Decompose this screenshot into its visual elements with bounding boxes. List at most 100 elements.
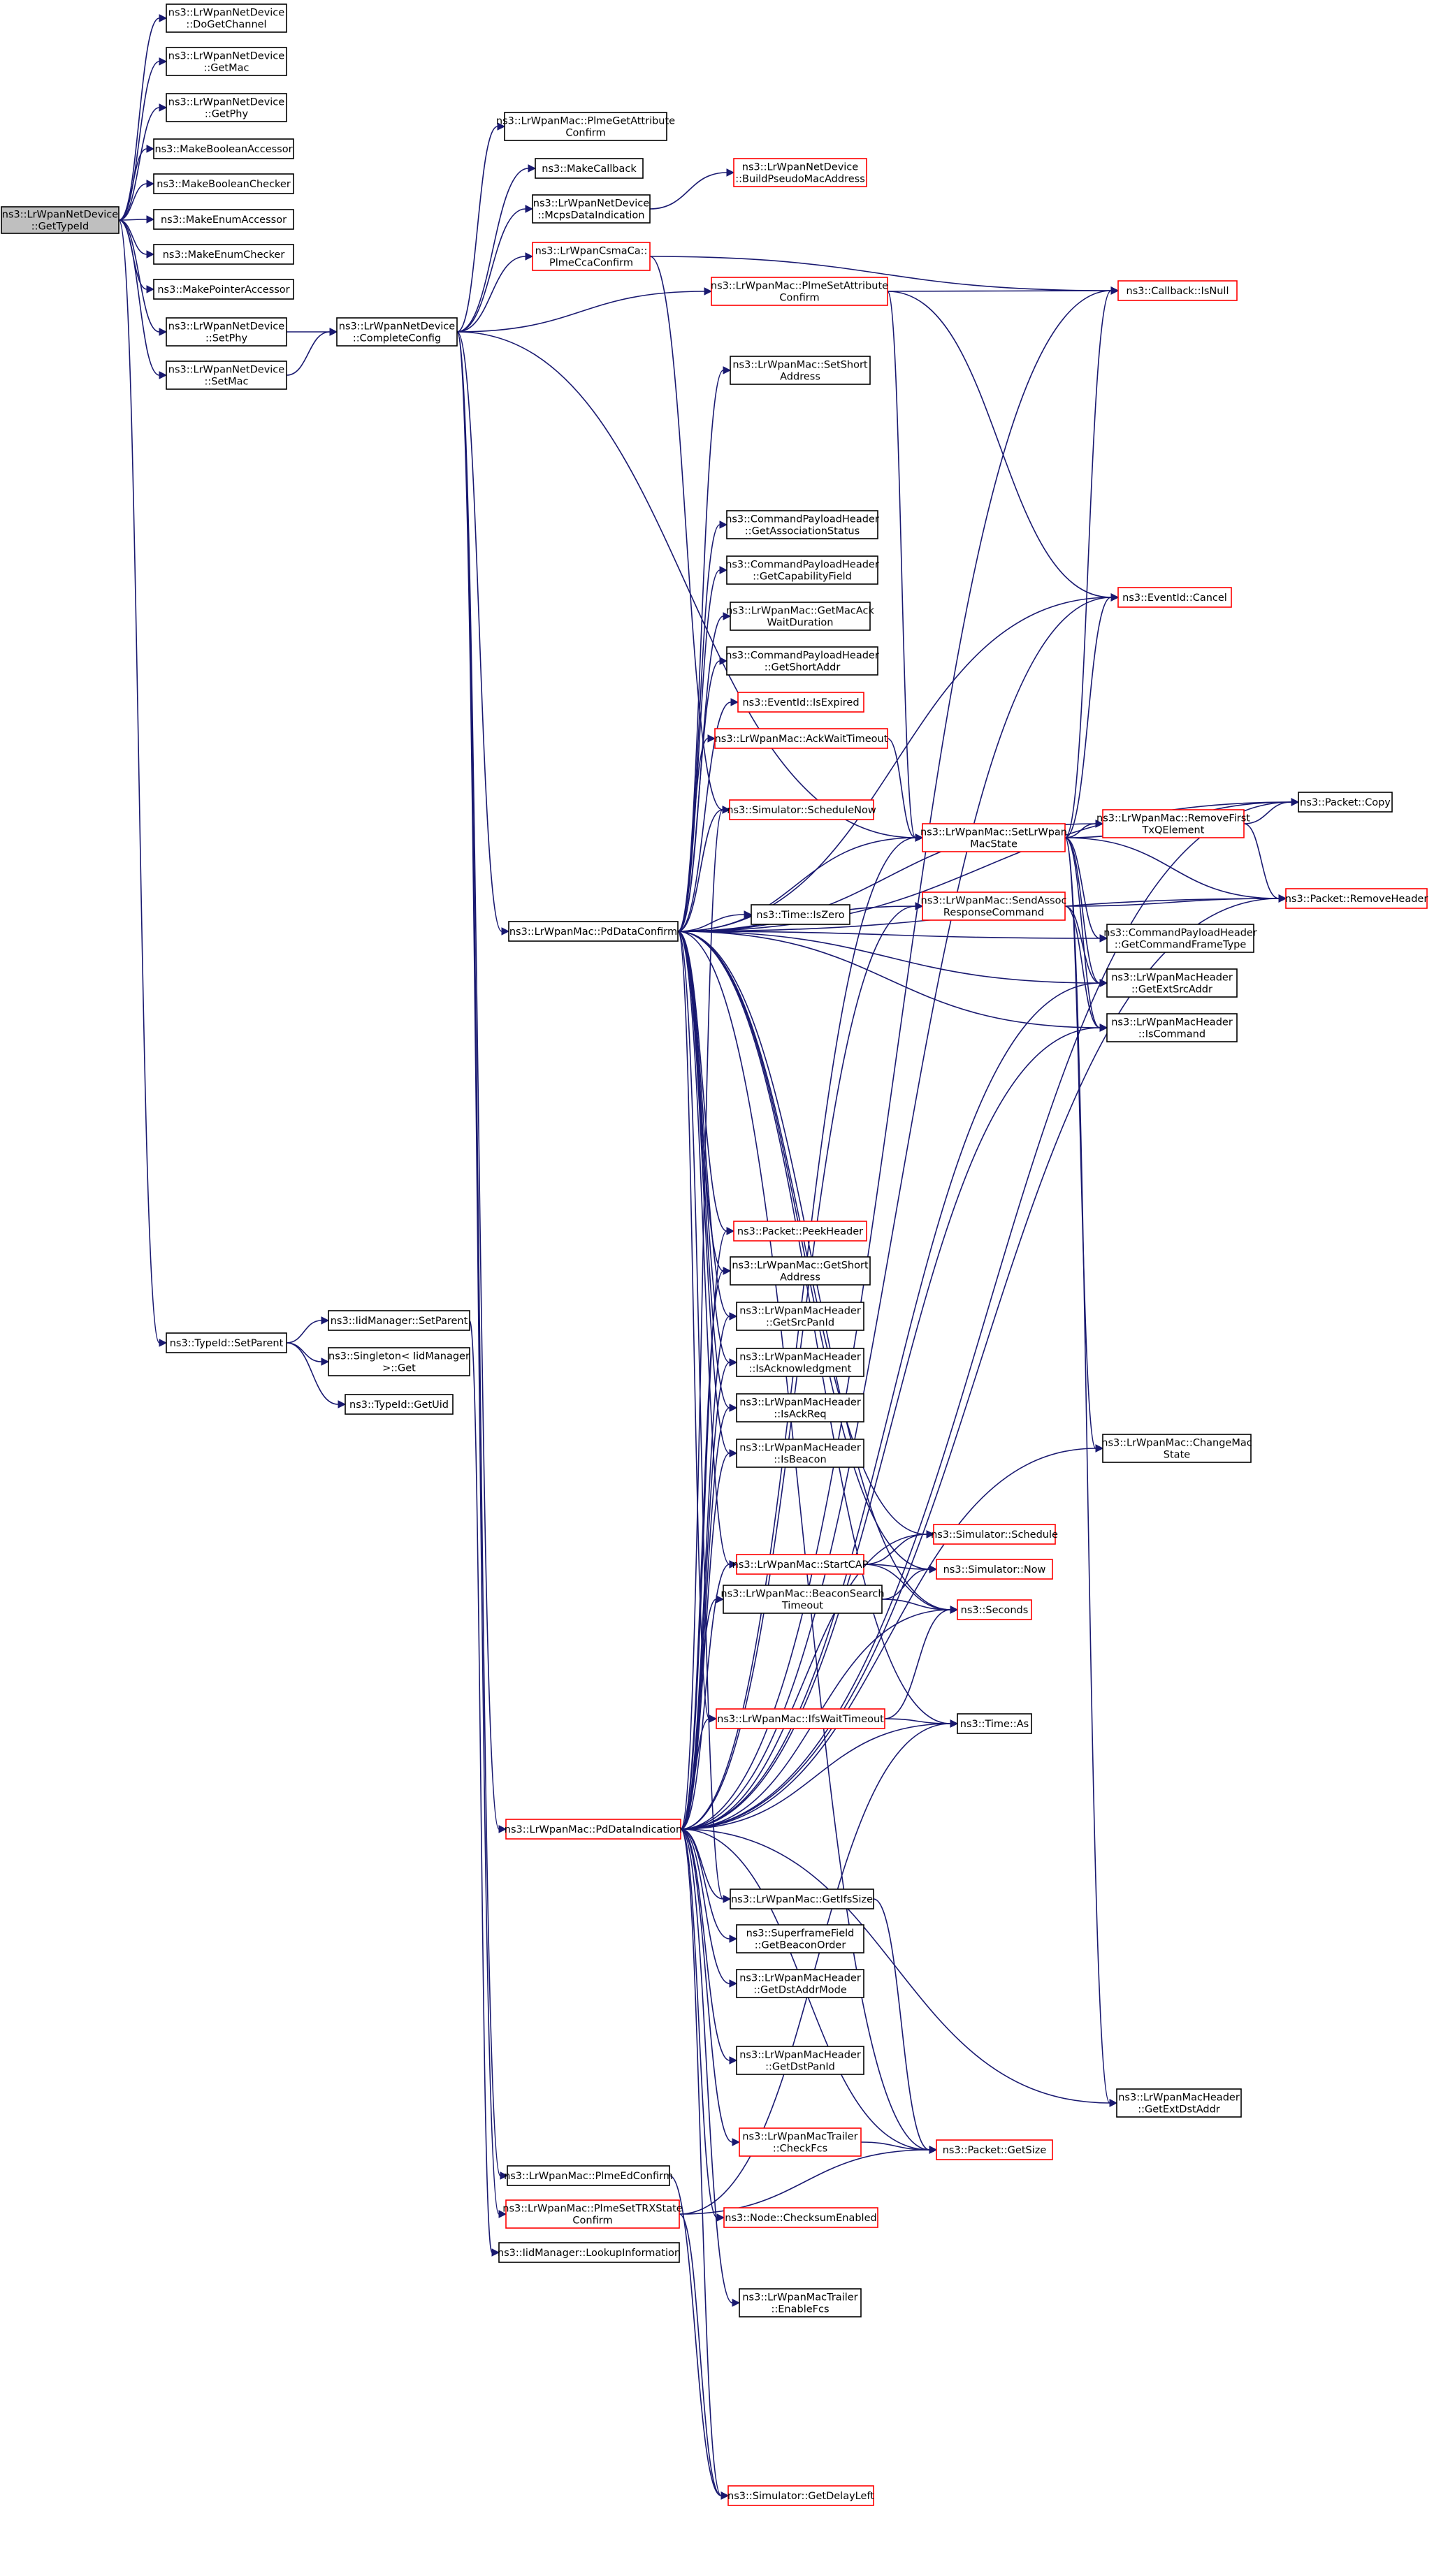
edge-arrowhead (723, 366, 732, 374)
node-getDstAddrMode[interactable]: ns3::LrWpanMacHeader::GetDstAddrMode (736, 1969, 864, 1998)
node-box (726, 646, 878, 676)
node-label: ns3::MakePointerAccessor (157, 284, 289, 296)
edge-arrowhead (732, 2138, 741, 2146)
edge-plmeSetTrxConfirm-to-timeAs (679, 1723, 951, 2215)
node-label: ns3::Packet::Copy (1300, 797, 1391, 808)
node-box (726, 555, 878, 585)
node-isAck[interactable]: ns3::LrWpanMacHeader::IsAcknowledgment (736, 1348, 864, 1377)
node-scheduleNow[interactable]: ns3::Simulator::ScheduleNow (727, 799, 876, 820)
node-makePtrAcc[interactable]: ns3::MakePointerAccessor (153, 279, 294, 300)
node-makeEnumChk[interactable]: ns3::MakeEnumChecker (153, 244, 294, 265)
node-getPhy[interactable]: ns3::LrWpanNetDevice::GetPhy (166, 93, 287, 122)
node-simSchedule[interactable]: ns3::Simulator::Schedule (931, 1524, 1058, 1545)
edge-pdDataIndication-to-callbackIsNull (680, 290, 1112, 1830)
edge-mcpsDataIndication-to-buildPseudoMac (649, 172, 727, 210)
node-pdDataIndication[interactable]: ns3::LrWpanMac::PdDataIndication (505, 1819, 682, 1840)
edge-plmeSetTrxConfirm-to-packetGetSize (679, 2149, 930, 2215)
node-isBeacon[interactable]: ns3::LrWpanMacHeader::IsBeacon (736, 1439, 864, 1468)
node-getMac[interactable]: ns3::LrWpanNetDevice::GetMac (166, 47, 287, 76)
node-isAckReq[interactable]: ns3::LrWpanMacHeader::IsAckReq (736, 1393, 864, 1422)
node-typeIdGetUid[interactable]: ns3::TypeId::GetUid (345, 1394, 454, 1415)
node-label: ns3::LrWpanMacHeader (739, 2050, 861, 2061)
node-peekHeader[interactable]: ns3::Packet::PeekHeader (733, 1221, 867, 1242)
node-buildPseudoMac[interactable]: ns3::LrWpanNetDevice::BuildPseudoMacAddr… (733, 158, 867, 187)
node-ifsWaitTimeout[interactable]: ns3::LrWpanMac::IfsWaitTimeout (716, 1708, 885, 1729)
node-checksumEnabled[interactable]: ns3::Node::ChecksumEnabled (723, 2207, 878, 2228)
node-getExtSrcAddr[interactable]: ns3::LrWpanMacHeader::GetExtSrcAddr (1106, 968, 1238, 998)
edge-root-to-typeIdSetParent (118, 219, 160, 1344)
node-label: ns3::Time::As (960, 1719, 1029, 1730)
node-getSrcPanId[interactable]: ns3::LrWpanMacHeader::GetSrcPanId (736, 1302, 864, 1331)
node-makeCallback[interactable]: ns3::MakeCallback (535, 158, 644, 179)
node-label: ::CheckFcs (773, 2144, 827, 2155)
node-callbackIsNull[interactable]: ns3::Callback::IsNull (1117, 280, 1238, 301)
edge-arrowhead (723, 1895, 732, 1903)
edge-ifsWaitTimeout-to-seconds (884, 1609, 951, 1719)
node-typeIdSetParent[interactable]: ns3::TypeId::SetParent (166, 1332, 287, 1353)
node-iidSetParent[interactable]: ns3::IidManager::SetParent (328, 1310, 470, 1331)
node-isCommand[interactable]: ns3::LrWpanMacHeader::IsCommand (1106, 1013, 1238, 1042)
node-label: ns3::LrWpanMacHeader (739, 1306, 861, 1317)
node-makeEnumAcc[interactable]: ns3::MakeEnumAccessor (153, 209, 294, 230)
node-removeHeader[interactable]: ns3::Packet::RemoveHeader (1285, 888, 1428, 909)
node-label: ns3::Simulator::Schedule (931, 1529, 1058, 1541)
node-getExtDstAddr[interactable]: ns3::LrWpanMacHeader::GetExtDstAddr (1116, 2088, 1242, 2118)
node-eventIsExpired[interactable]: ns3::EventId::IsExpired (737, 692, 864, 713)
node-mcpsDataIndication[interactable]: ns3::LrWpanNetDevice::McpsDataIndication (532, 194, 651, 224)
edge-arrowhead (732, 2299, 741, 2307)
node-getShortAddr[interactable]: ns3::CommandPayloadHeader::GetShortAddr (725, 646, 879, 676)
node-setPhy[interactable]: ns3::LrWpanNetDevice::SetPhy (166, 317, 287, 347)
node-label: ns3::LrWpanMac::GetShort (732, 1260, 869, 1272)
node-getDelayLeft[interactable]: ns3::Simulator::GetDelayLeft (727, 2485, 874, 2506)
node-getBeaconOrder[interactable]: ns3::SuperframeField::GetBeaconOrder (736, 1924, 864, 1953)
edge-completeConfig-to-mcpsDataIndication (456, 208, 526, 333)
edge-plmeSetAttrConfirm-to-eventCancel (887, 291, 1112, 598)
node-label: ::GetCommandFrameType (1115, 940, 1247, 951)
node-doGetChannel[interactable]: ns3::LrWpanNetDevice::DoGetChannel (166, 3, 287, 33)
node-label: ns3::LrWpanMacHeader (1118, 2093, 1240, 2104)
node-label: Address (780, 372, 820, 383)
node-seconds[interactable]: ns3::Seconds (957, 1599, 1032, 1620)
node-getCmdFrameType[interactable]: ns3::CommandPayloadHeader::GetCommandFra… (1103, 924, 1257, 953)
node-getCapField[interactable]: ns3::CommandPayloadHeader::GetCapability… (725, 555, 879, 585)
node-getDstPanId[interactable]: ns3::LrWpanMacHeader::GetDstPanId (736, 2046, 864, 2075)
node-label: ns3::CommandPayloadHeader (725, 650, 879, 662)
node-makeBoolAcc[interactable]: ns3::MakeBooleanAccessor (153, 138, 294, 159)
node-pdDataConfirm[interactable]: ns3::LrWpanMac::PdDataConfirm (508, 921, 679, 942)
node-simNow[interactable]: ns3::Simulator::Now (936, 1559, 1053, 1580)
node-makeBoolChk[interactable]: ns3::MakeBooleanChecker (153, 173, 294, 194)
node-packetGetSize[interactable]: ns3::Packet::GetSize (936, 2139, 1053, 2160)
node-checkFcs[interactable]: ns3::LrWpanMacTrailer::CheckFcs (739, 2127, 862, 2157)
node-getIfsSize[interactable]: ns3::LrWpanMac::GetIfsSize (730, 1889, 874, 1909)
node-singletonGet[interactable]: ns3::Singleton< IidManager >::Get (328, 1347, 470, 1376)
node-ackWaitTimeout[interactable]: ns3::LrWpanMac::AckWaitTimeout (714, 728, 888, 749)
node-getAssocStatus[interactable]: ns3::CommandPayloadHeader::GetAssociatio… (725, 510, 879, 539)
node-root[interactable]: ns3::LrWpanNetDevice::GetTypeId (1, 206, 120, 234)
node-box (328, 1310, 470, 1331)
node-timeAs[interactable]: ns3::Time::As (957, 1713, 1032, 1734)
node-enableFcs[interactable]: ns3::LrWpanMacTrailer::EnableFcs (739, 2288, 862, 2317)
node-eventCancel[interactable]: ns3::EventId::Cancel (1117, 587, 1232, 608)
node-label: ns3::LrWpanMac::PdDataIndication (505, 1824, 682, 1835)
node-lookupInformation[interactable]: ns3::IidManager::LookupInformation (498, 2242, 681, 2263)
node-completeConfig[interactable]: ns3::LrWpanNetDevice::CompleteConfig (336, 317, 458, 347)
node-startCap[interactable]: ns3::LrWpanMac::StartCAP (732, 1554, 869, 1575)
node-plmeEdConfirm[interactable]: ns3::LrWpanMac::PlmeEdConfirm (504, 2165, 673, 2186)
node-setMac[interactable]: ns3::LrWpanNetDevice::SetMac (166, 361, 287, 390)
node-packetCopy[interactable]: ns3::Packet::Copy (1298, 792, 1393, 813)
node-timeIsZero[interactable]: ns3::Time::IsZero (751, 904, 850, 925)
node-box (153, 138, 294, 159)
node-plmeCcaConfirm[interactable]: ns3::LrWpanCsmaCa::PlmeCcaConfirm (532, 242, 651, 271)
